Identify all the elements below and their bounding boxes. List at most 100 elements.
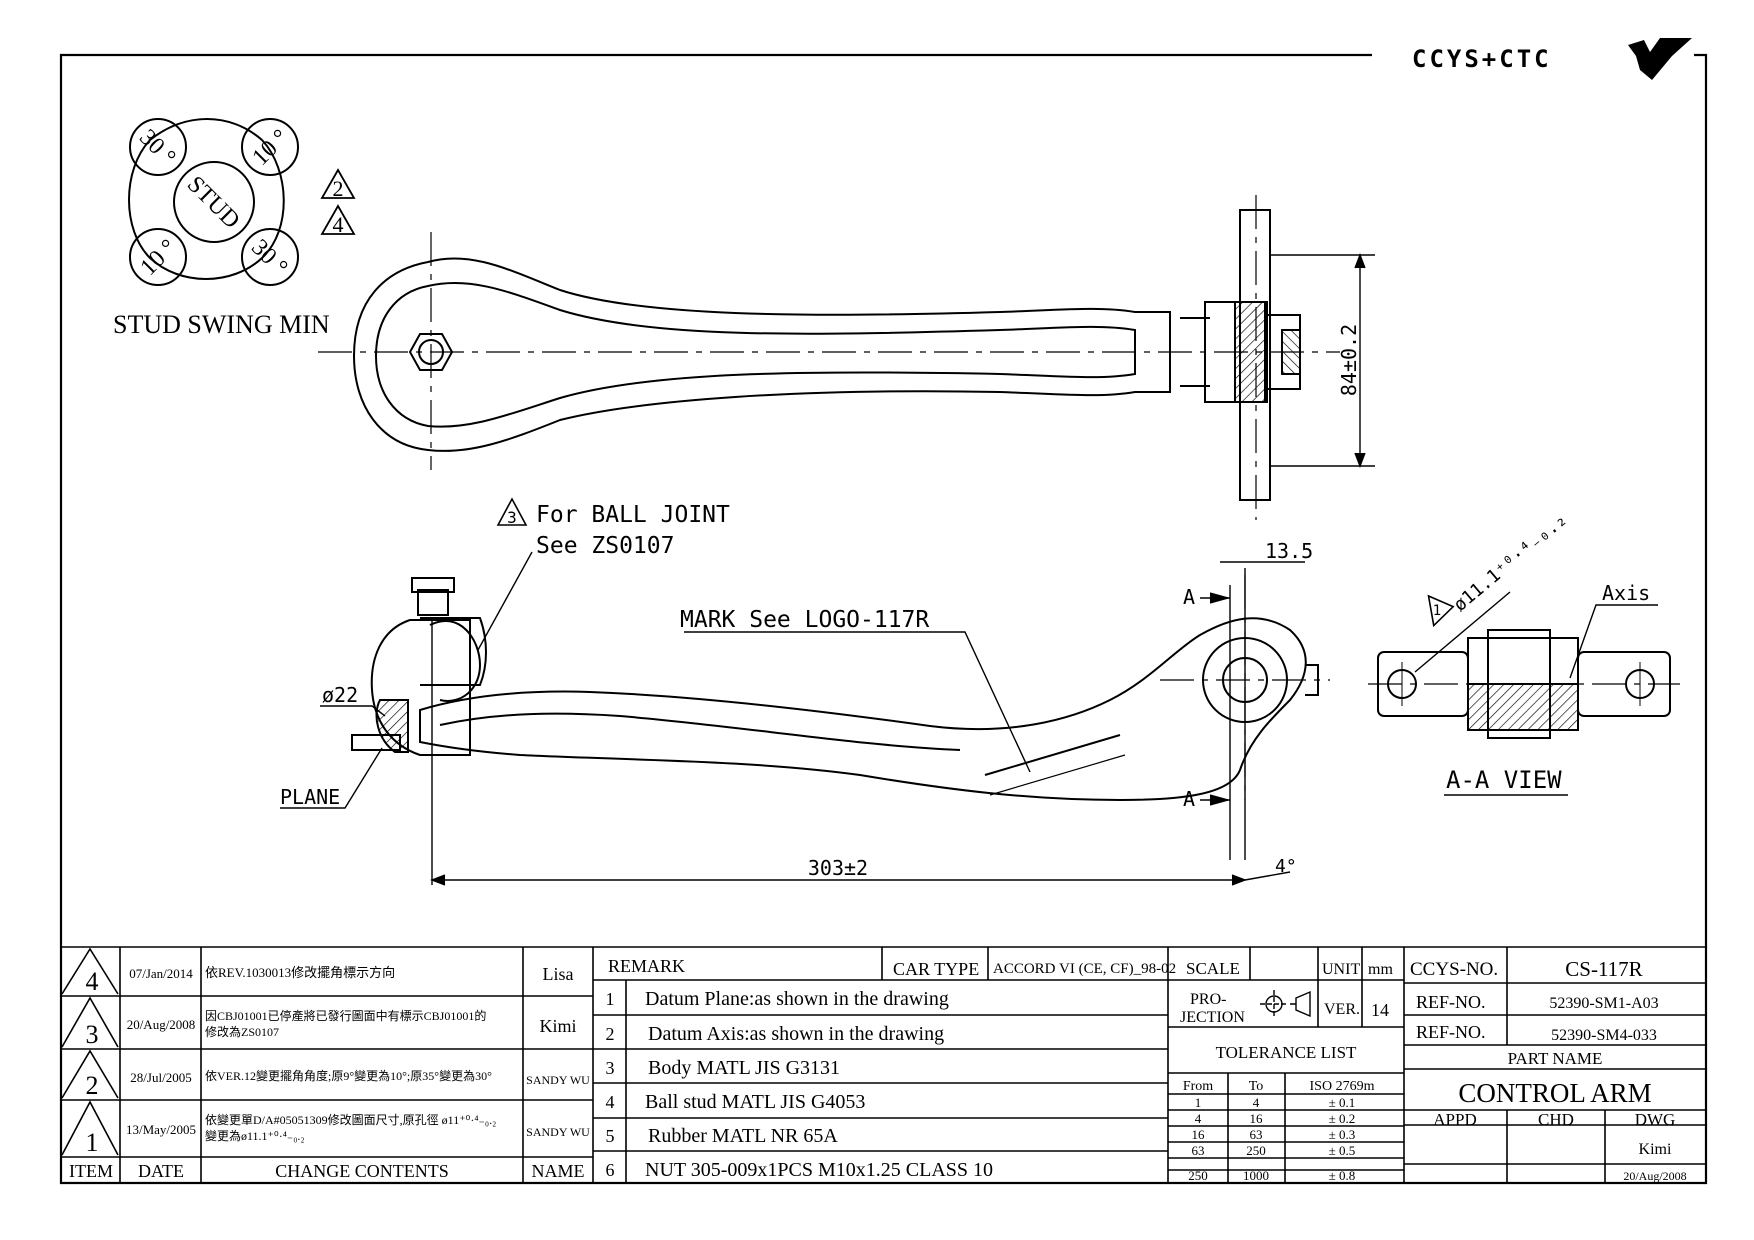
svg-text:± 0.1: ± 0.1 <box>1329 1095 1356 1110</box>
svg-text:250: 250 <box>1188 1168 1208 1183</box>
aa-view-leaders <box>1414 591 1658 796</box>
dim-303-label: 303±2 <box>808 856 868 880</box>
rev-header-date: DATE <box>138 1161 184 1181</box>
rev-date: 20/Aug/2008 <box>127 1017 196 1032</box>
svg-text:16: 16 <box>1250 1111 1264 1126</box>
svg-text:3: 3 <box>507 508 517 527</box>
svg-text:30 °: 30 ° <box>246 235 292 281</box>
revision-triangles <box>61 947 119 1156</box>
top-view-centerlines <box>318 195 1340 520</box>
remark-label: REMARK <box>608 956 685 976</box>
rev-header-content: CHANGE CONTENTS <box>275 1161 449 1181</box>
svg-text:± 0.3: ± 0.3 <box>1329 1127 1356 1142</box>
dim-84-label: 84±0.2 <box>1337 324 1361 396</box>
rev-name: Kimi <box>539 1016 576 1036</box>
ccys-no: CS-117R <box>1565 957 1642 981</box>
rev-header-item: ITEM <box>69 1161 113 1181</box>
rev-content: 變更為ø11.1⁺⁰·⁴₋₀.₂ <box>205 1128 305 1143</box>
svg-text:4: 4 <box>333 212 344 237</box>
appd-label: APPD <box>1433 1110 1476 1129</box>
logo-mark-icon <box>1628 38 1692 80</box>
ball-joint-ref: See ZS0107 <box>536 533 674 559</box>
remark-item: Ball stud MATL JIS G4053 <box>645 1091 865 1113</box>
scale-label: SCALE <box>1186 959 1240 978</box>
svg-text:1: 1 <box>606 989 615 1009</box>
svg-text:2: 2 <box>333 176 344 201</box>
plane-label: PLANE <box>280 785 340 809</box>
svg-text:4: 4 <box>1253 1095 1260 1110</box>
part-name: CONTROL ARM <box>1458 1078 1651 1108</box>
remark-item: Datum Axis:as shown in the drawing <box>648 1023 944 1045</box>
ref-label: REF-NO. <box>1416 1022 1486 1042</box>
rev-content: 依變更單D/A#05051309修改圖面尺寸,原孔徑 ø11⁺⁰·⁴₋₀.₂ <box>205 1112 496 1127</box>
rev-content: 依REV.1030013修改擺角標示方向 <box>205 965 395 980</box>
stud-swing-diagram <box>128 118 299 286</box>
mark-note: MARK See LOGO-117R <box>680 607 929 633</box>
rev-item: 2 <box>86 1071 99 1100</box>
ref-no-1: 52390-SM1-A03 <box>1549 995 1658 1012</box>
svg-text:4: 4 <box>1195 1111 1202 1126</box>
remark-item: Rubber MATL NR 65A <box>648 1125 838 1147</box>
rev-item: 3 <box>86 1020 99 1049</box>
ver-label: VER. <box>1324 1001 1360 1018</box>
svg-text:STUD: STUD <box>182 171 245 234</box>
rev-date: 13/May/2005 <box>126 1122 196 1137</box>
svg-text:10 °: 10 ° <box>248 125 294 171</box>
dwg-label: DWG <box>1635 1110 1676 1129</box>
diameter-22-label: ø22 <box>322 683 358 707</box>
company-logo: CCYS+CTC <box>1412 38 1692 80</box>
svg-text:30 °: 30 ° <box>134 125 180 171</box>
remark-item: NUT 305-009x1PCS M10x1.25 CLASS 10 <box>645 1159 993 1181</box>
rev-content: 修改為ZS0107 <box>205 1024 279 1039</box>
projection-symbol-icon <box>1260 990 1311 1018</box>
title-block: CCYS-NO. CS-117R REF-NO. 52390-SM1-A03 R… <box>1410 957 1687 1183</box>
side-view-leaders <box>280 551 1305 886</box>
ver-value: 14 <box>1371 1000 1389 1020</box>
rev-date: 28/Jul/2005 <box>130 1070 191 1085</box>
title-block-lines <box>61 946 1706 1183</box>
ball-joint-note: For BALL JOINT <box>536 502 730 528</box>
car-type-value: ACCORD VI (CE, CF)_98-02 <box>993 961 1176 977</box>
dim-84 <box>1270 253 1375 468</box>
rev-item: 1 <box>86 1128 99 1157</box>
axis-label: Axis <box>1602 581 1650 605</box>
remark-item: Body MATL JIS G3131 <box>648 1057 840 1079</box>
revision-table: 4 3 2 1 07/Jan/2014 20/Aug/2008 28/Jul/2… <box>69 964 590 1181</box>
stud-swing-title: STUD SWING MIN <box>113 310 330 339</box>
angle-4-label: 4° <box>1275 856 1297 877</box>
drawer-name: Kimi <box>1639 1141 1672 1158</box>
ref-label: REF-NO. <box>1416 992 1486 1012</box>
remark-item: Datum Plane:as shown in the drawing <box>645 988 949 1010</box>
ccys-label: CCYS-NO. <box>1410 959 1498 980</box>
svg-text:1: 1 <box>1195 1095 1202 1110</box>
draw-date: 20/Aug/2008 <box>1623 1169 1686 1183</box>
rev-name: Lisa <box>543 964 574 984</box>
svg-text:1: 1 <box>1433 603 1441 619</box>
chd-label: CHD <box>1538 1110 1574 1129</box>
rev-date: 07/Jan/2014 <box>129 966 193 981</box>
svg-text:± 0.8: ± 0.8 <box>1329 1168 1356 1183</box>
svg-text:To: To <box>1249 1079 1264 1094</box>
svg-text:4: 4 <box>606 1092 615 1112</box>
side-view <box>351 577 1319 802</box>
rev-name: SANDY WU <box>526 1125 590 1139</box>
svg-text:5: 5 <box>606 1126 615 1146</box>
svg-text:CCYS+CTC: CCYS+CTC <box>1412 45 1552 73</box>
rev-content: 依VER.12變更擺角角度;原9°變更為10°;原35°變更為30° <box>205 1068 492 1083</box>
svg-text:250: 250 <box>1246 1143 1266 1158</box>
remark-block: REMARK CAR TYPE ACCORD VI (CE, CF)_98-02… <box>606 956 1177 1181</box>
svg-text:63: 63 <box>1250 1127 1263 1142</box>
svg-text:6: 6 <box>606 1160 615 1180</box>
side-view-labels: 3 For BALL JOINT See ZS0107 MARK See LOG… <box>280 497 1313 880</box>
drawing-frame <box>59 53 1708 1185</box>
tolerance-title: TOLERANCE LIST <box>1216 1043 1357 1062</box>
svg-text:16: 16 <box>1192 1127 1206 1142</box>
section-a-bottom: A <box>1183 787 1195 811</box>
unit-label: UNIT <box>1322 961 1360 978</box>
svg-text:± 0.5: ± 0.5 <box>1329 1143 1356 1158</box>
projection-label: PRO- <box>1190 991 1226 1008</box>
rev-item: 4 <box>86 967 99 996</box>
top-view <box>352 209 1301 501</box>
unit-value: mm <box>1368 961 1393 978</box>
